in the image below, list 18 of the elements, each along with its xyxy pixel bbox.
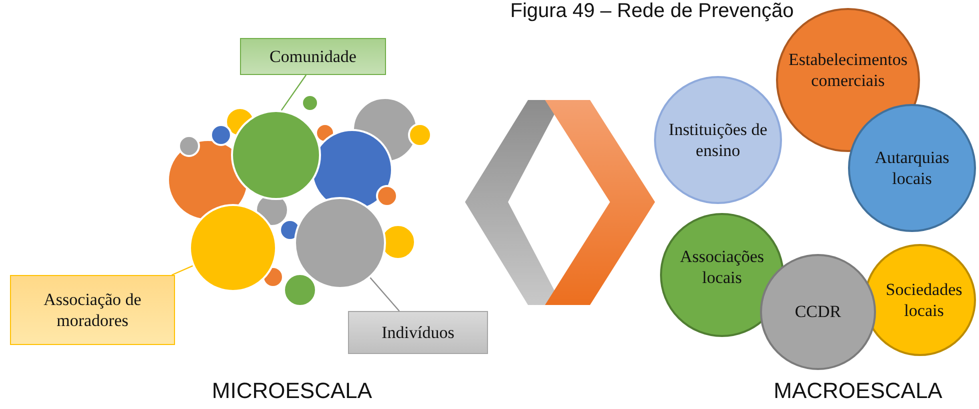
leader-line (280, 74, 307, 111)
node-label: Associação de moradores (42, 288, 142, 332)
label-box (348, 311, 488, 354)
scale-label: MICROESCALA (210, 378, 374, 404)
node-label: Comunidade (268, 46, 358, 68)
leader-line (172, 265, 193, 276)
node-label: Instituições de ensino (668, 118, 768, 162)
node-label: Associações locais (678, 246, 766, 288)
node-label: CCDR (794, 301, 842, 323)
label-box (10, 275, 175, 345)
figure-title: Figura 49 – Rede de Prevenção (509, 0, 795, 23)
node-label: Estabelecimentos comerciais (788, 48, 908, 92)
node-label: Sociedades locais (884, 278, 964, 322)
node-label: Autarquias locais (874, 146, 950, 190)
scale-label: MACROESCALA (772, 378, 944, 404)
label-box (240, 38, 386, 75)
leader-line (370, 277, 400, 312)
node-label: Indivíduos (380, 322, 456, 344)
